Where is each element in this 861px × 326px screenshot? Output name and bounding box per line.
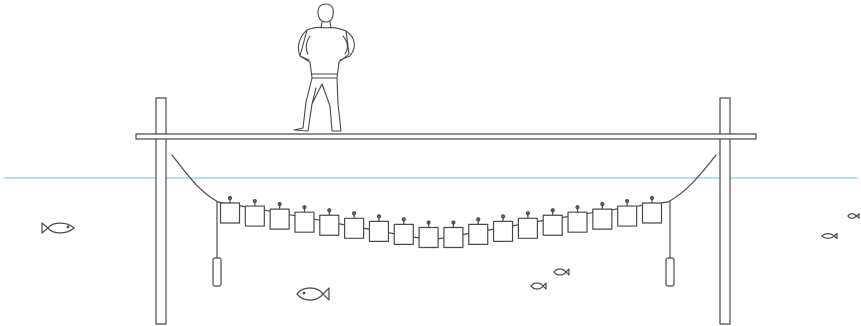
panel-square [394,224,413,244]
fish-right [822,234,837,239]
panel [593,203,612,230]
panel-square [518,218,537,238]
left-post [156,98,166,324]
panel-square [245,206,264,226]
panel-square [270,209,289,229]
panel [419,221,438,248]
panel-square [295,212,314,232]
panel [643,197,662,224]
panel-square [593,209,612,229]
panel [221,197,240,224]
fish-small-1 [531,283,546,289]
panel-square [444,227,463,247]
panel [345,212,364,239]
right-weight [666,202,674,286]
left-weight [213,202,221,286]
panel [394,218,413,245]
fish-left [42,223,74,233]
panel-square [469,224,488,244]
panel-square [494,221,513,241]
panel-square [345,218,364,238]
right-post [720,98,730,324]
fish-bottom-left [297,288,329,300]
panel-square [369,221,388,241]
panel [618,200,637,227]
panel [518,212,537,239]
panel-square [643,203,662,223]
panel [444,221,463,248]
panel-square [568,212,587,232]
panel [543,209,562,236]
panel [494,215,513,242]
panel [295,206,314,233]
panel-square [419,227,438,247]
panel-square [543,215,562,235]
panel [270,203,289,230]
panel [245,200,264,227]
panel [320,209,339,236]
panel [568,206,587,233]
person-standing [294,4,354,131]
panel-square [618,206,637,226]
platform-plank [136,134,756,139]
panel-square [221,203,240,223]
panel-square [320,215,339,235]
panel [369,215,388,242]
hanging-panels [221,197,662,248]
panel [469,218,488,245]
fish-far-right [848,214,859,219]
fish-small-2 [554,269,569,275]
